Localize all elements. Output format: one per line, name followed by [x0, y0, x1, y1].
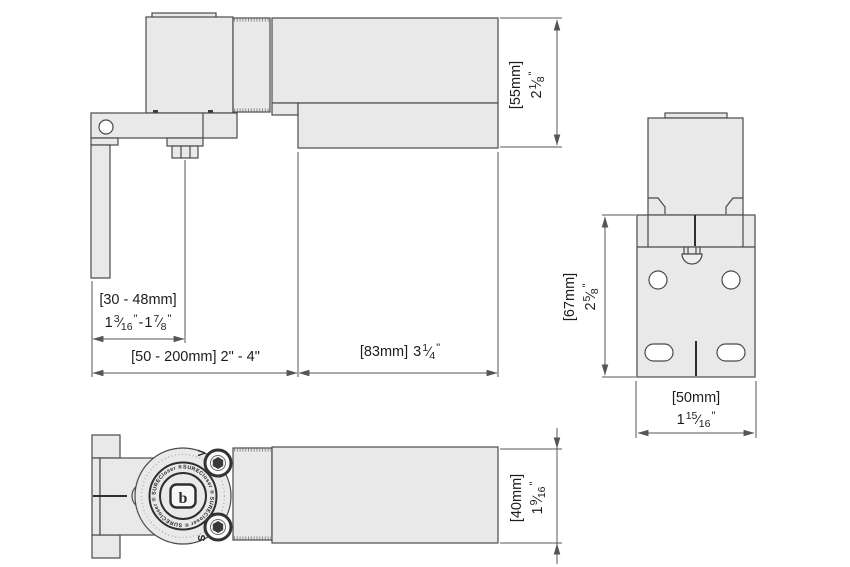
screw-hole	[648, 270, 668, 290]
body-cap	[664, 112, 728, 119]
closer-body-step	[271, 102, 299, 116]
dim-40mm-label: [40mm] 19⁄16"	[509, 473, 548, 523]
pivot-nut	[171, 145, 199, 159]
hub-ring-inner	[159, 472, 207, 520]
slot-hole	[716, 343, 746, 362]
pinion-housing	[145, 16, 234, 114]
pivot-bolt	[683, 246, 701, 255]
closer-body-upper	[271, 17, 499, 104]
valve-screw	[203, 448, 233, 478]
side-view-dimensions	[91, 17, 562, 377]
body-notch-right	[725, 197, 743, 214]
side-view	[90, 12, 499, 279]
logo-letter: b	[179, 490, 188, 507]
arm-bracket	[90, 112, 238, 139]
dim-83mm-label: [83mm]31⁄4"	[359, 342, 441, 362]
top-view: SURECloser ® SURECloser ® SURECloser ® S…	[91, 434, 499, 559]
knurled-collar-top	[232, 447, 273, 541]
slot-hole	[644, 343, 674, 362]
dim-50-200mm-label: [50 - 200mm] 2" - 4"	[131, 349, 260, 365]
hub-knurl-dots	[140, 453, 226, 539]
housing-foot	[153, 110, 158, 114]
brand-logo-icon: b	[169, 483, 197, 509]
body-notch-left	[648, 197, 666, 214]
speed-screw	[203, 512, 233, 542]
front-view	[636, 112, 756, 378]
closer-body-top	[271, 446, 499, 544]
closer-body-lower	[297, 102, 499, 149]
top-view-dimensions	[500, 428, 562, 564]
knurled-collar	[232, 17, 271, 113]
bracket-tab	[91, 534, 121, 559]
dim-67mm-label: [67mm] 25⁄8"	[562, 272, 601, 322]
speed-adjuster-label: S	[197, 534, 208, 541]
bracket-tab	[91, 434, 121, 459]
arm-hole	[98, 119, 114, 135]
valve-adjuster-label: V	[197, 449, 208, 456]
dim-50mm-label: [50mm] 115⁄16"	[671, 390, 721, 430]
pivot-washer	[166, 137, 204, 147]
housing-foot	[208, 110, 213, 114]
dim-55mm-label: [55mm] 21⁄8"	[508, 60, 547, 110]
front-view-dimensions	[601, 214, 757, 438]
hub-ring-outer	[148, 461, 218, 531]
dim-30-48mm-label: [30 - 48mm] 13⁄16"-17⁄8"	[99, 292, 177, 333]
pivot-tab	[681, 253, 703, 265]
screw-hole	[721, 270, 741, 290]
arm-slide	[90, 144, 111, 279]
hex-socket-icon	[212, 457, 224, 469]
arm-shoulder	[90, 137, 119, 146]
hex-socket-icon	[212, 521, 224, 533]
closer-body-front	[647, 117, 744, 216]
